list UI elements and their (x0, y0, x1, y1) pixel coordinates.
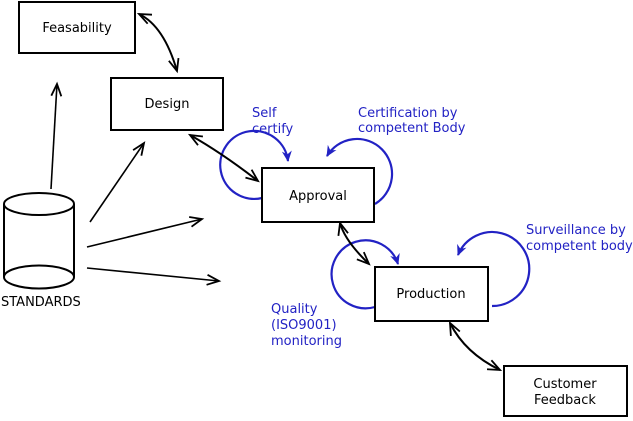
customer-feedback-label-line1: Customer (533, 377, 597, 392)
surveillance-loop-arrow (456, 230, 531, 308)
design-rect (110, 77, 224, 131)
certification-annotation: Certification by competent Body (358, 106, 466, 136)
quality-line3: monitoring (271, 334, 342, 349)
arrow-production-customer-feedback (448, 320, 503, 372)
design-box: Design (110, 77, 224, 131)
arrow-standards-to-approval (86, 216, 205, 248)
approval-label: Approval (289, 189, 347, 204)
customer-feedback-box: Customer Feedback (503, 365, 628, 417)
quality-monitoring-annotation: Quality (ISO9001) monitoring (271, 302, 342, 349)
surveillance-annotation: Surveillance by competent body (526, 223, 633, 254)
standards-label: STANDARDS (1, 295, 81, 310)
quality-line1: Quality (271, 302, 318, 317)
feasability-box: Feasability (18, 1, 136, 54)
quality-line2: (ISO9001) (271, 318, 337, 333)
feasability-label: Feasability (42, 21, 112, 36)
production-rect (374, 266, 489, 322)
feasability-rect (18, 1, 136, 54)
approval-rect (261, 167, 375, 223)
self-certify-annotation: Self certify (252, 106, 294, 137)
self-certify-line2: certify (252, 122, 294, 137)
design-label: Design (145, 97, 190, 112)
customer-feedback-label-line2: Feedback (534, 393, 596, 408)
self-certify-line1: Self (252, 106, 277, 121)
production-box: Production (374, 266, 489, 322)
quality-monitoring-loop-arrow (330, 239, 400, 310)
certification-line2: competent Body (358, 121, 466, 136)
arrow-standards-to-feasability (50, 81, 63, 190)
arrow-standards-to-production (86, 267, 222, 286)
arrow-approval-production (337, 220, 371, 266)
certification-line1: Certification by (358, 106, 458, 121)
customer-feedback-rect (503, 365, 628, 417)
approval-box: Approval (261, 167, 375, 223)
surveillance-line2: competent body (526, 239, 633, 254)
surveillance-line1: Surveillance by (526, 223, 626, 238)
arrow-design-approval (187, 133, 260, 183)
arrow-feasability-design (136, 12, 180, 74)
production-label: Production (396, 287, 465, 302)
certification-loop-arrow (326, 137, 394, 205)
standards-cylinder-icon (3, 192, 75, 290)
arrow-standards-to-design (89, 141, 146, 223)
